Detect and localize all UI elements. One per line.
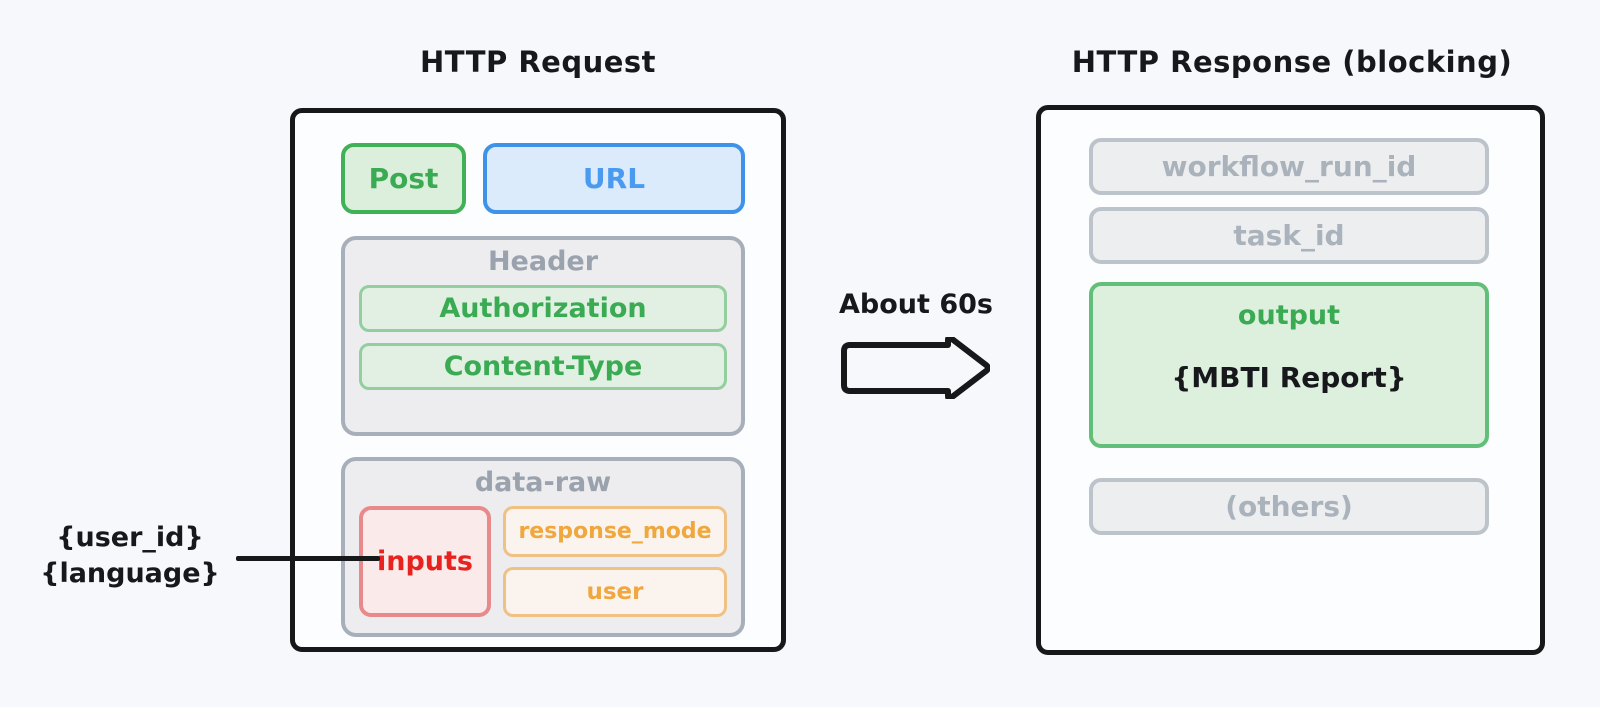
- data-raw-group-title: data-raw: [474, 467, 612, 498]
- header-group: Header Authorization Content-Type: [341, 236, 745, 436]
- request-method-row: Post URL: [341, 143, 745, 214]
- header-items-list: Authorization Content-Type: [345, 285, 741, 390]
- right-block-arrow-icon: [838, 334, 991, 402]
- url-chip[interactable]: URL: [483, 143, 745, 214]
- data-raw-secondary-column: response_mode user: [503, 506, 727, 617]
- data-raw-items-list: inputs response_mode user: [345, 506, 741, 617]
- response-field-others[interactable]: (others): [1089, 478, 1489, 535]
- annotation-connector-line: [236, 556, 380, 561]
- http-method-chip[interactable]: Post: [341, 143, 466, 214]
- response-panel-title: HTTP Response (blocking): [1071, 45, 1513, 79]
- header-item-authorization[interactable]: Authorization: [359, 285, 727, 332]
- http-response-panel: workflow_run_id task_id output {MBTI Rep…: [1036, 105, 1545, 655]
- header-group-title: Header: [487, 246, 599, 277]
- output-value: {MBTI Report}: [1171, 361, 1407, 394]
- response-field-workflow-run-id[interactable]: workflow_run_id: [1089, 138, 1489, 195]
- response-field-output[interactable]: output {MBTI Report}: [1089, 282, 1489, 448]
- header-item-content-type[interactable]: Content-Type: [359, 343, 727, 390]
- annotation-line-user-id: {user_id}: [56, 522, 204, 553]
- spacer: [1089, 264, 1489, 282]
- spacer: [1089, 195, 1489, 207]
- data-raw-item-inputs[interactable]: inputs: [359, 506, 491, 617]
- data-raw-item-response-mode[interactable]: response_mode: [503, 506, 727, 557]
- annotation-line-language: {language}: [40, 558, 220, 589]
- inputs-annotation: {user_id} {language}: [40, 520, 220, 592]
- data-raw-item-user[interactable]: user: [503, 566, 727, 617]
- output-label: output: [1237, 300, 1341, 331]
- spacer: [1089, 448, 1489, 478]
- response-fields-stack: workflow_run_id task_id output {MBTI Rep…: [1089, 138, 1489, 535]
- data-raw-group: data-raw inputs response_mode user: [341, 457, 745, 637]
- duration-label: About 60s: [839, 289, 993, 320]
- request-panel-title: HTTP Request: [419, 45, 657, 79]
- response-field-task-id[interactable]: task_id: [1089, 207, 1489, 264]
- http-request-panel: Post URL Header Authorization Content-Ty…: [290, 108, 786, 652]
